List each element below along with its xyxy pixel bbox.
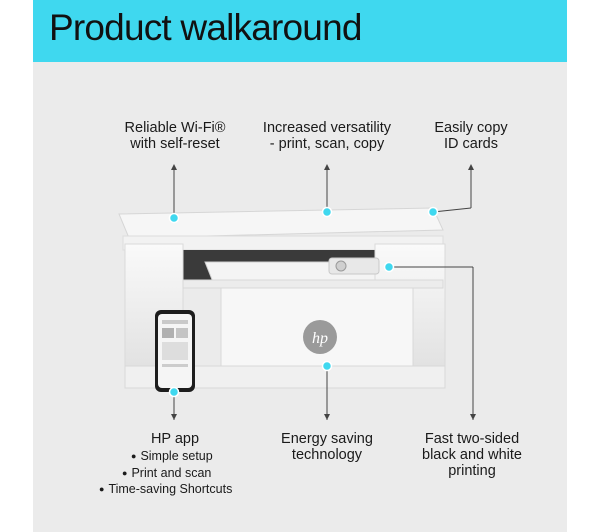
tray-lip (182, 279, 444, 289)
printer-base (124, 365, 446, 389)
bullet-simple-setup: Simple setup (99, 449, 232, 466)
callout-app-title: HP app (150, 431, 200, 447)
title-banner: Product walkaround (33, 0, 567, 62)
page-title: Product walkaround (49, 7, 362, 48)
callout-duplex: Fast two-sided black and white printing (422, 431, 522, 479)
bullet-shortcuts: Time-saving Shortcuts (99, 482, 232, 499)
left-margin (0, 0, 33, 532)
scanner-lid (118, 207, 444, 239)
idcopy-marker-dot (427, 206, 439, 218)
app-marker-dot (168, 386, 180, 398)
wifi-marker-dot (168, 212, 180, 224)
bullet-print-scan: Print and scan (99, 466, 232, 483)
callout-idcopy: Easily copy ID cards (434, 120, 508, 152)
printer-illustration: hp (118, 164, 476, 420)
energy-marker-dot (321, 360, 333, 372)
callout-energy: Energy saving technology (281, 431, 373, 463)
hp-logo-text: hp (312, 330, 328, 347)
hp-logo-icon (303, 320, 337, 354)
callout-versatility: Increased versatility - print, scan, cop… (262, 120, 392, 152)
control-button (335, 260, 347, 272)
callout-wifi: Reliable Wi-Fi® with self-reset (124, 120, 226, 152)
right-margin (567, 0, 600, 532)
duplex-marker-dot (383, 261, 395, 273)
product-walkaround-panel: Product walkaround hp (33, 0, 567, 532)
callout-lines (173, 166, 474, 420)
callout-app-bullets: Simple setup Print and scan Time-saving … (99, 449, 232, 499)
versatility-marker-dot (321, 206, 333, 218)
